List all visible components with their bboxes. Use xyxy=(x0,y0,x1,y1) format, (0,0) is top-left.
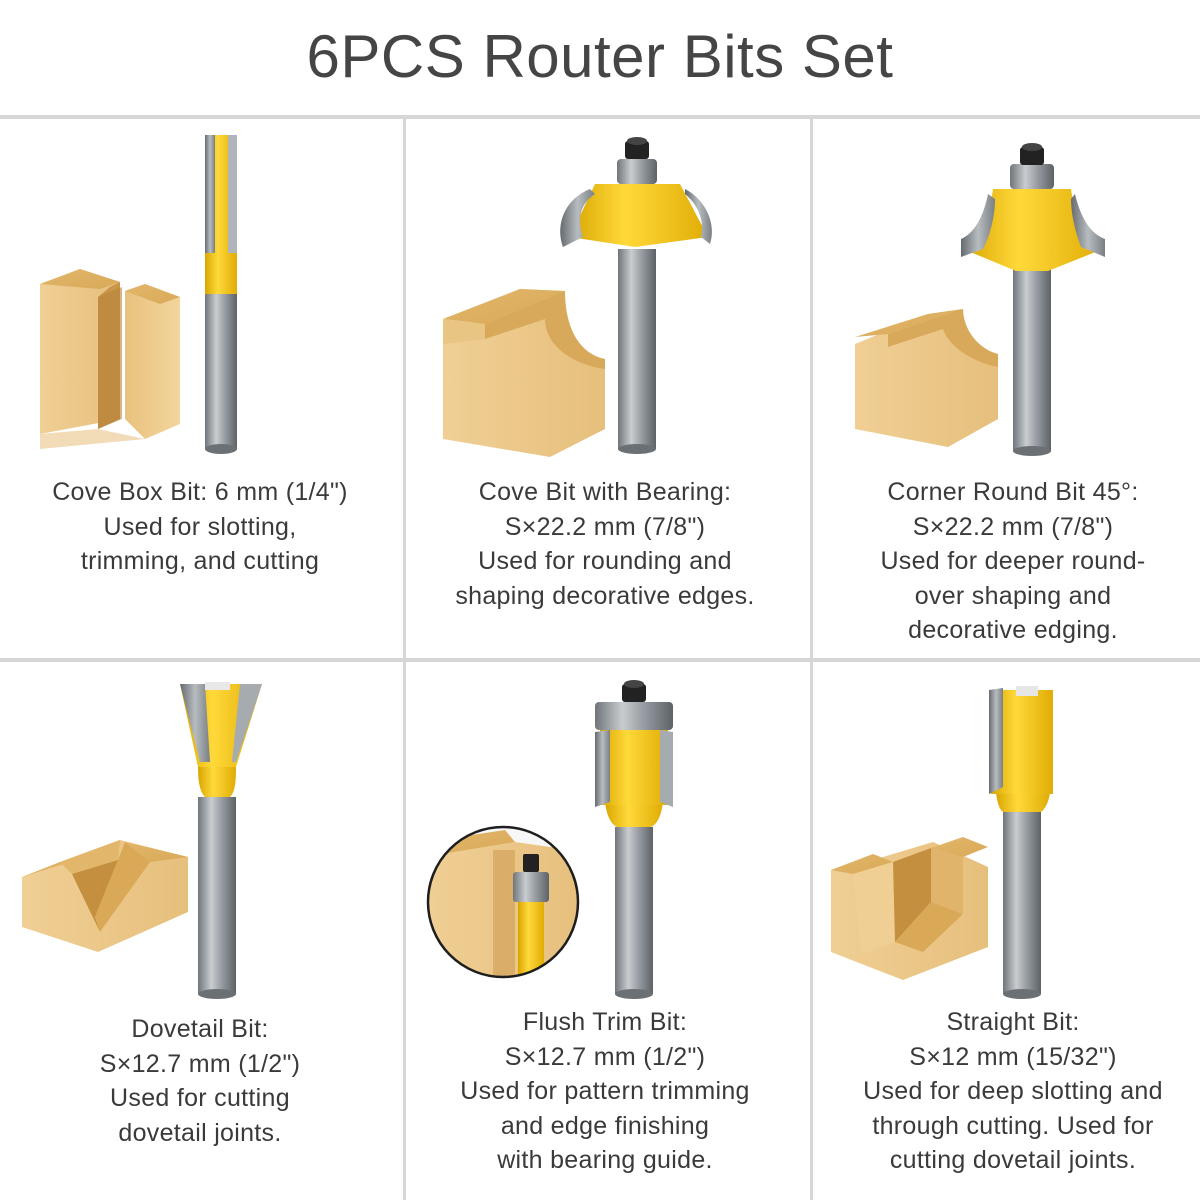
product-card-dovetail-bit: Dovetail Bit: S×12.7 mm (1/2") Used for … xyxy=(0,662,400,1200)
description-line: dovetail joints. xyxy=(118,1118,282,1147)
corner-round-bit-icon xyxy=(855,143,1105,456)
product-description: Corner Round Bit 45°: S×22.2 mm (7/8") U… xyxy=(813,475,1200,648)
description-line: S×12.7 mm (1/2") xyxy=(504,1042,706,1071)
description-line: Used for deeper round- xyxy=(880,547,1146,575)
cove-box-bit-icon xyxy=(40,135,237,454)
divider-middle xyxy=(0,658,1200,662)
description-line: cutting dovetail joints. xyxy=(889,1146,1137,1174)
page-title: 6PCS Router Bits Set xyxy=(306,22,894,90)
product-card-flush-trim-bit: Flush Trim Bit: S×12.7 mm (1/2") Used fo… xyxy=(405,662,805,1200)
description-line: Used for slotting, xyxy=(103,512,297,541)
product-card-corner-round-bit: Corner Round Bit 45°: S×22.2 mm (7/8") U… xyxy=(813,119,1200,658)
product-description: Straight Bit: S×12 mm (15/32") Used for … xyxy=(813,1005,1200,1178)
description-line: S×22.2 mm (7/8") xyxy=(504,512,706,541)
flush-trim-bit-icon xyxy=(426,680,673,999)
product-card-cove-box-bit: Cove Box Bit: 6 mm (1/4") Used for slott… xyxy=(0,119,400,658)
product-description: Dovetail Bit: S×12.7 mm (1/2") Used for … xyxy=(0,1012,400,1150)
product-description: Cove Box Bit: 6 mm (1/4") Used for slott… xyxy=(0,475,400,579)
description-line: Flush Trim Bit: xyxy=(522,1008,688,1036)
dovetail-bit-icon xyxy=(22,682,262,999)
description-line: S×12 mm (15/32") xyxy=(909,1042,1117,1071)
description-line: Used for pattern trimming xyxy=(460,1077,750,1105)
product-description: Flush Trim Bit: S×12.7 mm (1/2") Used fo… xyxy=(405,1005,805,1178)
description-line: S×22.2 mm (7/8") xyxy=(912,512,1114,541)
description-line: Straight Bit: xyxy=(946,1008,1080,1036)
description-line: Used for deep slotting and xyxy=(863,1077,1163,1105)
divider-top xyxy=(0,115,1200,119)
description-line: over shaping and xyxy=(914,581,1112,610)
description-line: Used for cutting xyxy=(110,1084,290,1112)
straight-bit-icon xyxy=(831,686,1053,999)
description-line: through cutting. Used for xyxy=(872,1111,1154,1140)
divider-right xyxy=(810,119,813,1200)
product-card-cove-bit-with-bearing: Cove Bit with Bearing: S×22.2 mm (7/8") … xyxy=(405,119,805,658)
cove-bit-with-bearing-icon xyxy=(443,137,713,457)
description-line: Corner Round Bit 45°: xyxy=(887,478,1139,506)
description-line: Dovetail Bit: xyxy=(131,1015,269,1043)
description-line: shaping decorative edges. xyxy=(455,581,755,610)
description-line: S×12.7 mm (1/2") xyxy=(99,1049,301,1078)
product-description: Cove Bit with Bearing: S×22.2 mm (7/8") … xyxy=(405,475,805,613)
description-line: Used for rounding and xyxy=(478,547,732,575)
description-line: with bearing guide. xyxy=(497,1146,713,1174)
description-line: Cove Bit with Bearing: xyxy=(478,478,732,506)
description-line: and edge finishing xyxy=(500,1111,710,1140)
description-line: decorative edging. xyxy=(908,616,1118,644)
description-line: trimming, and cutting xyxy=(80,547,320,575)
product-card-straight-bit: Straight Bit: S×12 mm (15/32") Used for … xyxy=(813,662,1200,1200)
description-line: Cove Box Bit: 6 mm (1/4") xyxy=(52,478,348,506)
divider-left xyxy=(403,119,406,1200)
